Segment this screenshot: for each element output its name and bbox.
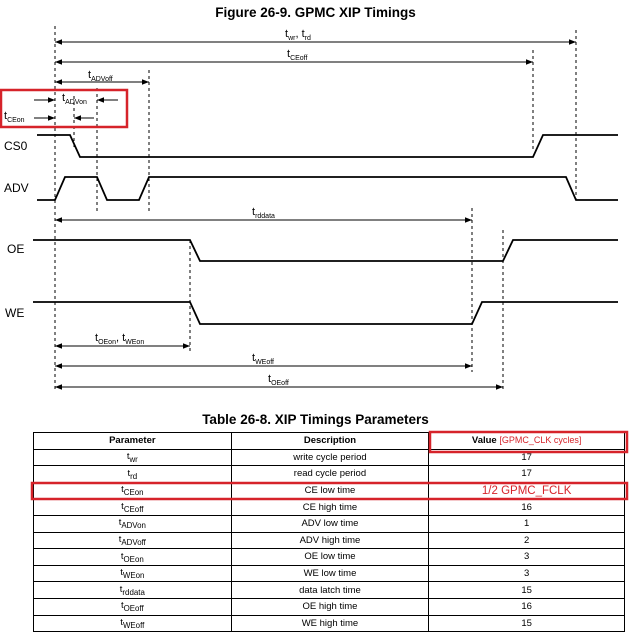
header-description: Description bbox=[230, 432, 430, 450]
table-title: Table 26-8. XIP Timings Parameters bbox=[202, 412, 429, 427]
description-cell: OE high time bbox=[230, 597, 430, 616]
param-cell: trd bbox=[33, 465, 232, 483]
value-cell: 17 bbox=[428, 448, 625, 467]
label-toeon-tweon: tOEon, tWEon bbox=[95, 332, 144, 346]
label-toeoff: tOEoff bbox=[268, 373, 289, 387]
value-cell: 1/2 GPMC_FCLK bbox=[428, 481, 625, 500]
oe-waveform bbox=[33, 239, 618, 262]
value-cell: 3 bbox=[428, 564, 625, 583]
timing-parameters-table: Parameter Description Value [GPMC_CLK cy… bbox=[33, 432, 625, 633]
header-parameter: Parameter bbox=[33, 432, 232, 450]
signal-label-adv: ADV bbox=[4, 181, 29, 195]
label-tadvon: tADVon bbox=[62, 92, 87, 106]
param-cell: tCEoff bbox=[33, 498, 232, 516]
label-tceon: tCEon bbox=[4, 110, 25, 124]
we-waveform bbox=[33, 301, 618, 325]
description-cell: ADV low time bbox=[230, 514, 430, 533]
param-cell: twr bbox=[33, 448, 232, 467]
signal-label-cs0: CS0 bbox=[4, 139, 28, 153]
value-cell: 15 bbox=[428, 614, 625, 633]
label-tweoff: tWEoff bbox=[252, 352, 274, 366]
header-value-unit: [GPMC_CLK cycles] bbox=[499, 435, 582, 446]
description-cell: CE high time bbox=[230, 498, 430, 516]
value-cell: 2 bbox=[428, 531, 625, 550]
param-cell: tOEon bbox=[33, 548, 232, 566]
description-cell: write cycle period bbox=[230, 448, 430, 467]
description-cell: OE low time bbox=[230, 548, 430, 566]
label-tadvoff: tADVoff bbox=[88, 69, 113, 83]
value-cell: 17 bbox=[428, 465, 625, 483]
param-cell: trddata bbox=[33, 581, 232, 599]
description-cell: CE low time bbox=[230, 481, 430, 500]
value-cell: 15 bbox=[428, 581, 625, 599]
value-cell: 16 bbox=[428, 498, 625, 516]
label-twr-trd: twr, trd bbox=[285, 28, 311, 42]
header-value: Value [GPMC_CLK cycles] bbox=[428, 432, 625, 450]
reference-lines bbox=[54, 26, 577, 392]
description-cell: data latch time bbox=[230, 581, 430, 599]
highlight-box-ceon bbox=[0, 88, 129, 129]
param-cell: tWEoff bbox=[33, 614, 232, 633]
adv-waveform bbox=[37, 176, 618, 201]
label-tceoff: tCEoff bbox=[287, 48, 307, 62]
description-cell: ADV high time bbox=[230, 531, 430, 550]
param-cell: tWEon bbox=[33, 564, 232, 583]
signal-label-we: WE bbox=[5, 306, 24, 320]
cs0-waveform bbox=[37, 134, 618, 158]
table-header-row: Parameter Description Value [GPMC_CLK cy… bbox=[33, 432, 625, 450]
description-cell: WE low time bbox=[230, 564, 430, 583]
signal-label-oe: OE bbox=[7, 242, 24, 256]
timing-diagram: CS0 ADV OE WE twr, trd tCEoff tADVoff tA… bbox=[0, 26, 618, 392]
description-cell: read cycle period bbox=[230, 465, 430, 483]
label-trddata: trddata bbox=[252, 206, 275, 220]
description-cell: WE high time bbox=[230, 614, 430, 633]
value-cell: 16 bbox=[428, 597, 625, 616]
value-cell: 1 bbox=[428, 514, 625, 533]
param-cell: tCEon bbox=[33, 481, 232, 500]
value-cell: 3 bbox=[428, 548, 625, 566]
figure-title: Figure 26-9. GPMC XIP Timings bbox=[215, 5, 416, 20]
param-cell: tADVoff bbox=[33, 531, 232, 550]
param-cell: tOEoff bbox=[33, 597, 232, 616]
param-cell: tADVon bbox=[33, 514, 232, 533]
